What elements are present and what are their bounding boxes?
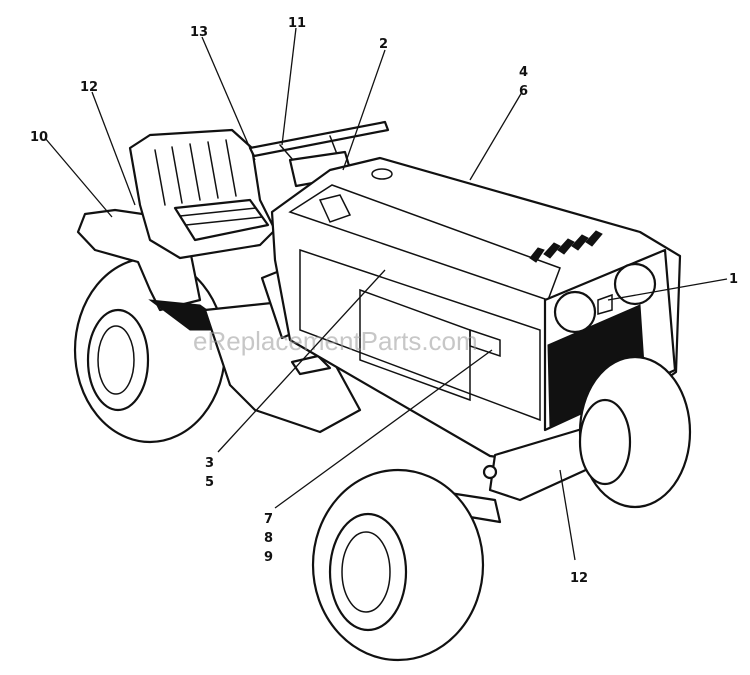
- leader-2: [342, 49, 386, 171]
- tractor-illustration: [73, 120, 692, 662]
- leader-10: [44, 137, 113, 218]
- callout-labels: 1 2 3 5 4 6 7 8 9 10 11 12 12 13: [30, 16, 738, 586]
- leader-4-6: [469, 91, 523, 181]
- leader-13: [201, 36, 256, 161]
- callout-12-seat: 12: [80, 80, 98, 95]
- callout-11: 11: [288, 16, 306, 31]
- callout-8: 8: [264, 531, 273, 546]
- leader-3-5: [217, 269, 386, 453]
- leader-7-9: [274, 349, 493, 509]
- front-left-wheel: [311, 468, 485, 662]
- leader-1: [607, 278, 728, 301]
- seat: [128, 128, 277, 260]
- leader-11: [281, 27, 297, 146]
- leader-lines: [44, 27, 728, 561]
- callout-13: 13: [190, 25, 208, 40]
- hood-vents: [529, 230, 603, 263]
- leader-12b: [559, 469, 576, 561]
- callout-4: 4: [519, 65, 528, 80]
- watermark: eReplacementParts.com: [193, 326, 478, 356]
- front-right-wheel: [578, 355, 692, 509]
- callout-3: 3: [205, 456, 214, 471]
- leader-12a: [91, 91, 136, 206]
- callout-10: 10: [30, 130, 48, 145]
- callout-1: 1: [729, 272, 738, 287]
- callout-7: 7: [264, 512, 273, 527]
- callout-9: 9: [264, 550, 273, 565]
- callout-6: 6: [519, 84, 528, 99]
- callout-2: 2: [379, 37, 388, 52]
- callout-5: 5: [205, 475, 214, 490]
- callout-12-bumper: 12: [570, 571, 588, 586]
